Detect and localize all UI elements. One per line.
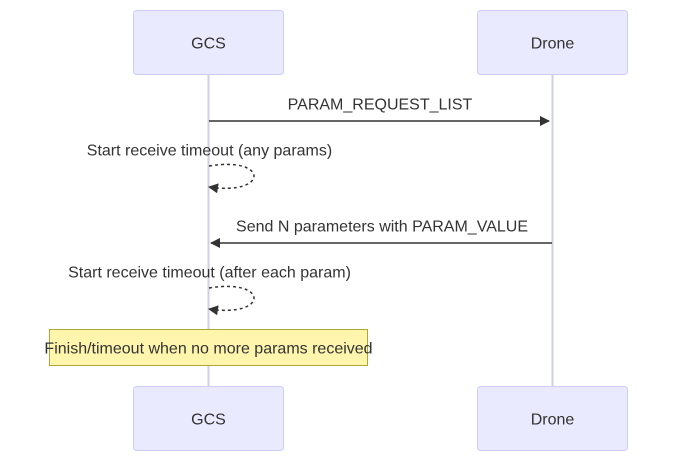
message-self-timeout-each: Start receive timeout (after each param) xyxy=(68,265,351,316)
participant-drone-top-label: Drone xyxy=(531,36,575,53)
participant-gcs-bottom-label: GCS xyxy=(191,412,226,429)
message-self-timeout-each-label: Start receive timeout (after each param) xyxy=(68,265,351,282)
message-self-timeout-any: Start receive timeout (any params) xyxy=(87,143,332,194)
message-send-params-label: Send N parameters with PARAM_VALUE xyxy=(236,219,528,236)
note-finish-timeout: Finish/timeout when no more params recei… xyxy=(44,329,373,366)
message-param-request-list-label: PARAM_REQUEST_LIST xyxy=(288,97,473,114)
message-self-timeout-any-arrow xyxy=(208,163,255,194)
participant-drone-bottom: Drone xyxy=(477,386,628,451)
message-self-timeout-any-label: Start receive timeout (any params) xyxy=(87,143,332,160)
participant-drone-bottom-label: Drone xyxy=(531,412,575,429)
message-param-request-list: PARAM_REQUEST_LIST xyxy=(209,97,550,126)
participant-drone-top: Drone xyxy=(477,10,628,75)
note-finish-timeout-text: Finish/timeout when no more params recei… xyxy=(44,341,372,358)
message-self-timeout-each-arrow xyxy=(208,285,255,316)
message-send-params: Send N parameters with PARAM_VALUE xyxy=(210,219,552,248)
participant-gcs-top-label: GCS xyxy=(191,36,226,53)
participant-gcs-bottom: GCS xyxy=(133,386,284,451)
participant-gcs-top: GCS xyxy=(133,10,284,75)
